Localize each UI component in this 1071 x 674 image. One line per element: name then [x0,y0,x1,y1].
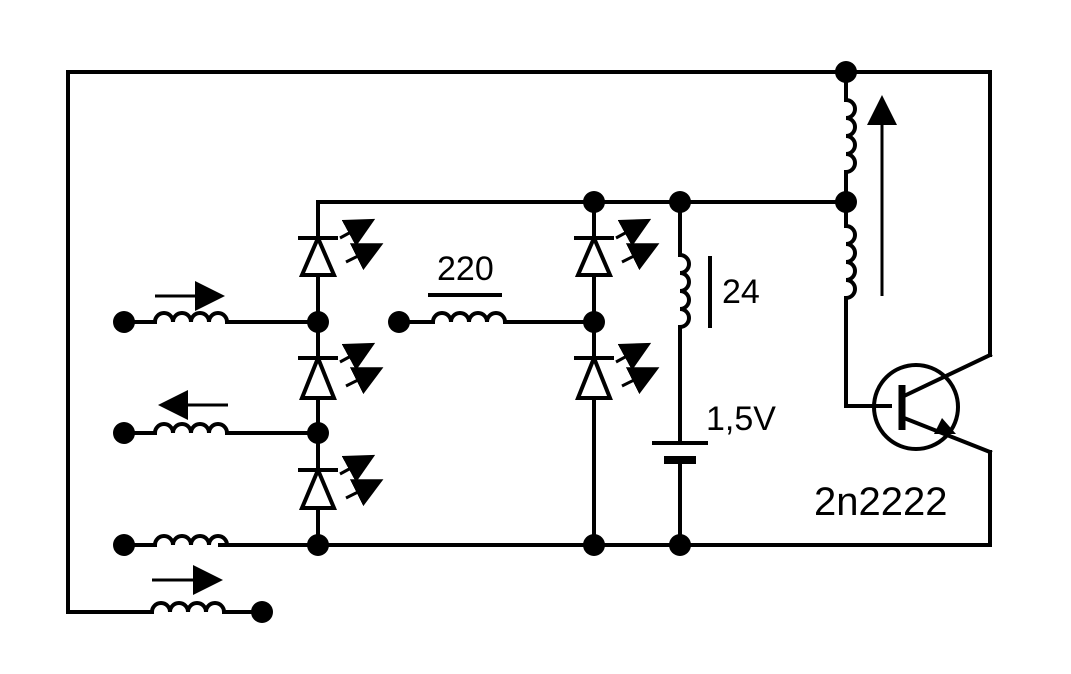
resistor-label: 220 [437,250,494,288]
inductor-icon [153,534,229,546]
inductor-icon [153,311,229,323]
led-icon [298,454,384,510]
inductor-icon [150,601,226,613]
inductor-icon [679,253,691,329]
junction-nodes [307,61,857,556]
upper-rail-wire [316,200,848,547]
middle-input-line [397,293,596,324]
led-icon [574,342,660,400]
npn-transistor-icon [872,352,993,455]
inductor-icon [845,98,857,174]
coil-branch [652,200,712,547]
led-icon [298,342,384,400]
led-icon [298,218,384,277]
input-line-4 [66,565,264,614]
inductor-icon [153,422,229,434]
inductor-icon [431,311,507,323]
terminal-dots [113,311,410,623]
feedback-transformer [844,70,897,408]
battery-voltage-label: 1,5V [706,400,776,438]
input-line-2 [122,390,320,435]
input-line-1 [122,281,320,324]
inductor-icon [845,224,857,300]
led-icon [574,218,660,277]
coil-turns-label: 24 [722,273,760,311]
transistor-model-label: 2n2222 [814,480,947,524]
